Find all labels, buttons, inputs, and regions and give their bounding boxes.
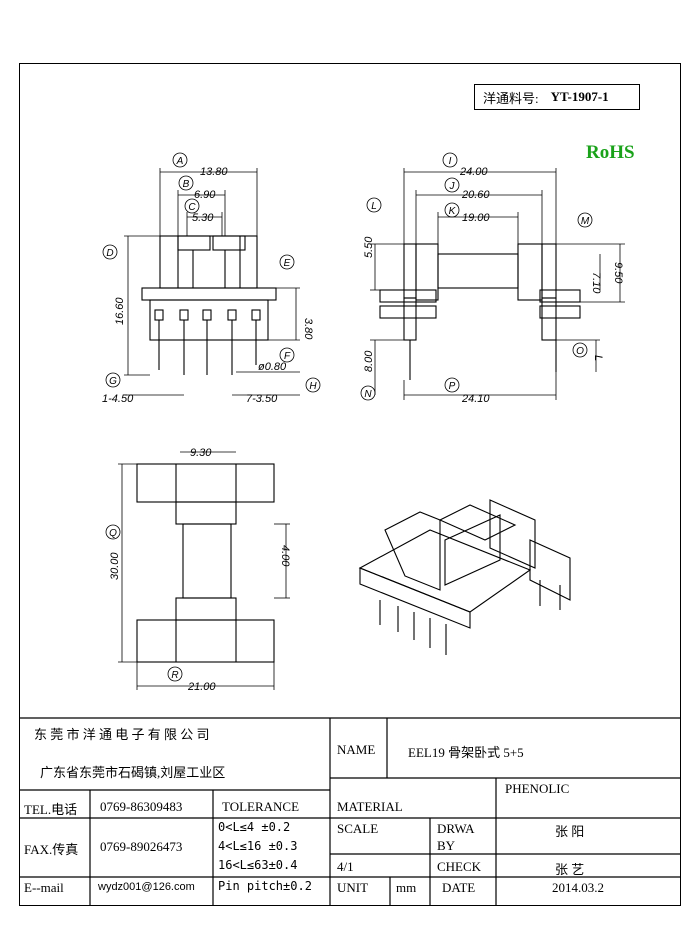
- scale-label: SCALE: [337, 821, 379, 836]
- part-number-value: YT-1907-1: [550, 89, 609, 104]
- label-f: F: [284, 351, 291, 362]
- label-l: L: [371, 201, 377, 212]
- label-j: J: [449, 181, 456, 192]
- dim-top-value: 9.30: [190, 447, 212, 459]
- dim-o-value: L: [592, 355, 604, 361]
- dim-g-value: 1-4.50: [102, 393, 134, 405]
- label-d: D: [106, 248, 113, 259]
- date-value: 2014.03.2: [552, 880, 604, 895]
- material-value: PHENOLIC: [505, 781, 570, 796]
- rohs-mark: RoHS: [586, 142, 635, 163]
- label-i: I: [449, 156, 452, 167]
- dim-n-value: 8.00: [363, 350, 375, 372]
- tolerance-line-2: 4<L≤16 ±0.3: [218, 839, 298, 853]
- label-g: G: [109, 376, 117, 387]
- email-label: E--mail: [24, 880, 64, 895]
- label-a: A: [176, 156, 184, 167]
- dim-m-value: 7.10: [590, 272, 602, 294]
- check-label: CHECK: [437, 859, 482, 874]
- tolerance-line-4: Pin pitch±0.2: [218, 879, 312, 893]
- tel-value: 0769-86309483: [100, 799, 183, 814]
- dim-p-value: 24.10: [461, 393, 490, 405]
- label-m: M: [581, 216, 590, 227]
- dim-q-value: 30.00: [109, 552, 121, 580]
- label-q: Q: [109, 528, 117, 539]
- label-c: C: [188, 202, 196, 213]
- part-number-label: 洋通料号:: [483, 90, 539, 106]
- side-view: [379, 243, 581, 380]
- material-label: MATERIAL: [337, 799, 403, 814]
- part-number-box: 洋通料号: YT-1907-1: [474, 84, 640, 110]
- dim-f-value: ø0.80: [258, 361, 287, 373]
- drawn-value: 张 阳: [555, 824, 585, 839]
- company-name: 东 莞 市 洋 通 电 子 有 限 公 司: [34, 727, 210, 742]
- name-label: NAME: [337, 742, 376, 757]
- dim-k-value: 19.00: [462, 212, 490, 224]
- dim-r-value: 21.00: [187, 681, 216, 693]
- label-e: E: [284, 258, 291, 269]
- label-r: R: [171, 670, 178, 681]
- label-h: H: [309, 381, 317, 392]
- dim-i-value: 24.00: [459, 166, 488, 178]
- top-view: [136, 463, 275, 663]
- dim-d-value: 16.60: [114, 297, 126, 325]
- dim-e-value: 3.80: [302, 318, 314, 340]
- scale-value: 4/1: [337, 859, 354, 874]
- dim-h-value: 7-3.50: [246, 393, 278, 405]
- drawn-label-line1: DRWA: [437, 821, 475, 836]
- tolerance-line-1: 0<L≤4 ±0.2: [218, 820, 291, 834]
- dim-l-value: 5.50: [363, 236, 375, 258]
- label-b: B: [183, 179, 190, 190]
- label-p: P: [449, 381, 456, 392]
- drawn-label-line2: BY: [437, 838, 456, 853]
- dim-c-value: 5.30: [192, 212, 214, 224]
- unit-label: UNIT: [337, 880, 369, 895]
- drawing-frame: [19, 63, 681, 906]
- label-o: O: [576, 346, 584, 357]
- company-address: 广东省东莞市石碣镇,刘屋工业区: [40, 765, 226, 780]
- tolerance-line-3: 16<L≤63±0.4: [218, 858, 298, 872]
- dim-b-value: 6.90: [194, 189, 216, 201]
- fax-value: 0769-89026473: [100, 839, 183, 854]
- dim-a-value: 13.80: [200, 166, 228, 178]
- unit-value: mm: [396, 880, 417, 895]
- front-view: [141, 235, 277, 375]
- check-value: 张 艺: [555, 862, 585, 877]
- label-k: K: [449, 206, 457, 217]
- isometric-view: [358, 499, 571, 655]
- fax-label: FAX.传真: [24, 842, 79, 857]
- title-block: [19, 717, 681, 906]
- tolerance-label: TOLERANCE: [222, 799, 300, 814]
- dim-side-value: 4.00: [279, 545, 291, 567]
- tel-label: TEL.电话: [24, 802, 78, 817]
- name-value: EEL19 骨架卧式 5+5: [408, 745, 524, 760]
- dim-j-value: 20.60: [461, 189, 490, 201]
- dim-m2-value: 9.50: [612, 262, 624, 284]
- email-value: wydz001@126.com: [98, 881, 195, 893]
- date-label: DATE: [442, 880, 476, 895]
- label-n: N: [364, 389, 372, 400]
